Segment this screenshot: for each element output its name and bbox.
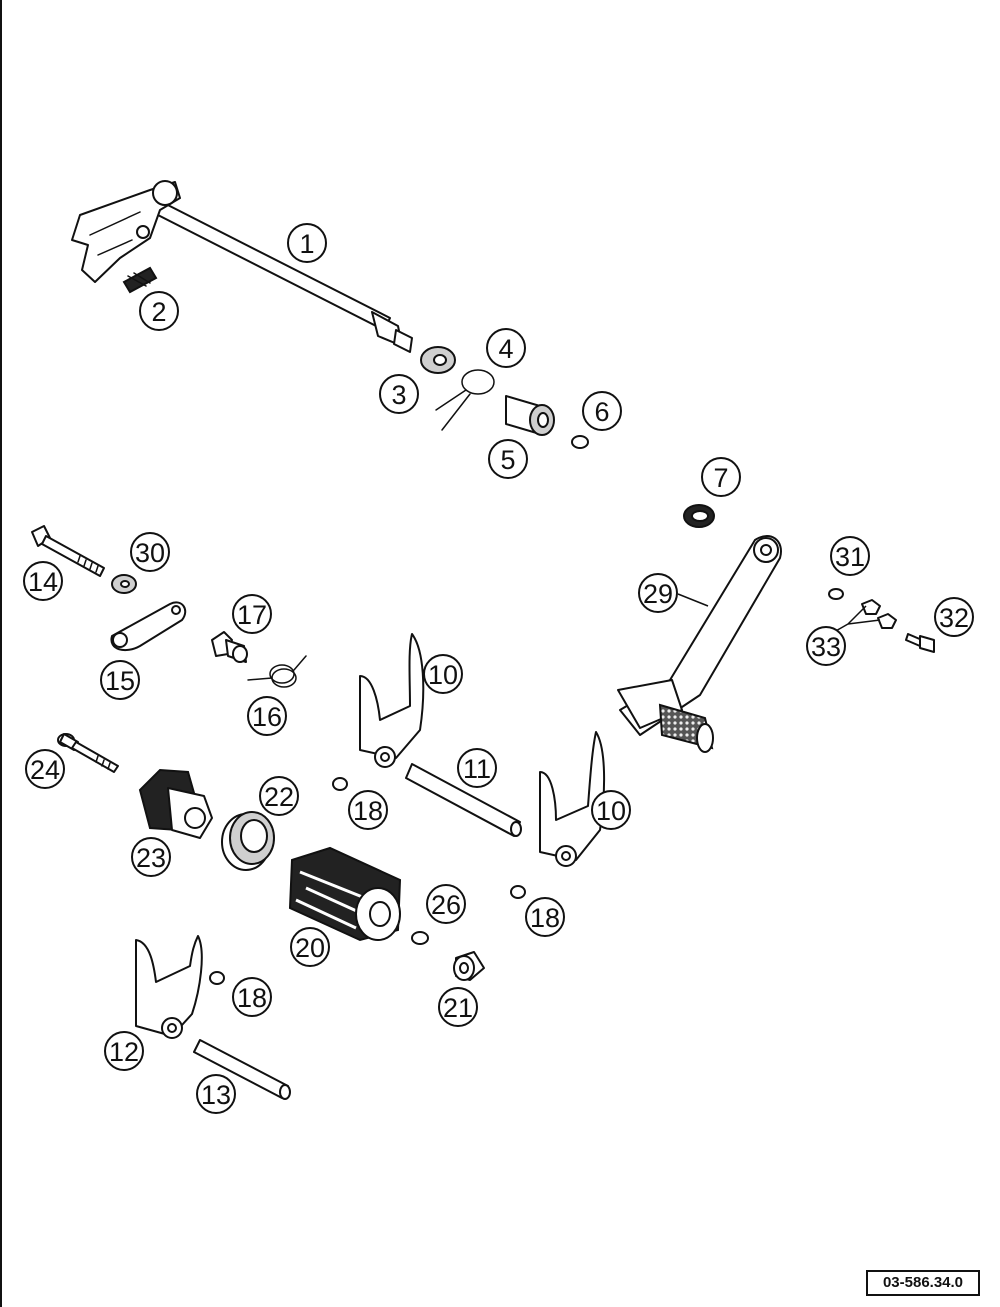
callout-16: 16 [247,696,287,736]
callout-13-label: 13 [201,1080,231,1110]
shift-shaft-part [71,180,413,353]
callout-26-label: 26 [431,890,461,920]
bolt-washer-part [111,574,137,594]
callout-4: 4 [486,328,526,368]
callout-15: 15 [100,660,140,700]
callout-31: 31 [830,536,870,576]
lever-bolt-part [905,633,935,653]
callout-10a-label: 10 [428,660,458,690]
cap-screw-part [57,733,119,773]
callout-21: 21 [438,987,478,1027]
callout-12: 12 [104,1031,144,1071]
callout-26: 26 [426,884,466,924]
circlip-part [435,369,495,431]
callout-18c: 18 [232,977,272,1017]
callout-29: 29 [638,573,678,613]
callout-29-label: 29 [643,579,673,609]
callout-5: 5 [488,439,528,479]
callout-18a-label: 18 [353,796,383,826]
washer-part [420,346,456,374]
callout-1: 1 [287,223,327,263]
callout-33-label: 33 [811,632,841,662]
callout-21-label: 21 [443,993,473,1023]
callout-3-label: 3 [391,380,406,410]
shift-fork-a-part [359,633,425,768]
callout-23-label: 23 [136,843,166,873]
shift-fork-c-part [135,935,203,1039]
callout-18b: 18 [525,897,565,937]
callout-20: 20 [290,927,330,967]
callout-10b-label: 10 [596,796,626,826]
reference-code-label: 03-586.34.0 [866,1270,980,1296]
callout-24-label: 24 [30,755,60,785]
callout-11-label: 11 [463,754,491,784]
torsion-spring-part [247,655,307,688]
callout-22-label: 22 [264,782,294,812]
nuts-part [861,599,897,629]
callout-10a: 10 [423,654,463,694]
callout-17: 17 [232,594,272,634]
callout-15-label: 15 [105,666,135,696]
callout-23: 23 [131,837,171,877]
callout-17-label: 17 [237,600,267,630]
shift-lever-part [617,535,782,753]
spring-part [122,266,158,294]
shift-drum-locating-part [138,768,213,839]
callout-20-label: 20 [295,933,325,963]
callout-18a: 18 [348,790,388,830]
drum-washer-part [411,931,429,945]
callout-12-label: 12 [109,1037,139,1067]
callout-32: 32 [934,597,974,637]
callout-13: 13 [196,1074,236,1114]
callout-14: 14 [23,561,63,601]
fork-rod-b-part [193,1039,291,1100]
long-bolt-part [31,525,105,577]
left-border-line [0,0,2,1307]
callout-32-label: 32 [939,603,969,633]
callout-22: 22 [259,776,299,816]
roller-c-part [209,971,225,985]
callout-33: 33 [806,626,846,666]
callout-7-label: 7 [713,463,728,493]
fork-rod-a-part [405,763,522,837]
callout-3: 3 [379,374,419,414]
callout-18b-label: 18 [530,903,560,933]
lever-washer-part [828,588,844,600]
callout-18c-label: 18 [237,983,267,1013]
callout-10b: 10 [591,790,631,830]
seal-ring-part [683,504,715,528]
callout-1-label: 1 [299,229,314,259]
roller-b-part [510,885,526,899]
roller-a-part [332,777,348,791]
callout-6-label: 6 [594,397,609,427]
callout-30: 30 [130,532,170,572]
callout-31-label: 31 [835,542,865,572]
shift-drum-part [288,846,402,942]
drum-bushing-part [453,951,485,981]
callout-5-label: 5 [500,445,515,475]
callout-2-label: 2 [151,297,166,327]
callout-30-label: 30 [135,538,165,568]
callout-4-label: 4 [498,334,513,364]
pin-part [211,631,248,663]
callout-2: 2 [139,291,179,331]
callout-14-label: 14 [28,567,58,597]
callout-7: 7 [701,457,741,497]
small-ring-part [571,435,589,449]
callout-11: 11 [457,748,497,788]
callout-24: 24 [25,749,65,789]
bushing-part [505,395,555,436]
callout-16-label: 16 [252,702,282,732]
locking-lever-part [110,601,187,652]
bearing-part [221,811,275,871]
callout-6: 6 [582,391,622,431]
